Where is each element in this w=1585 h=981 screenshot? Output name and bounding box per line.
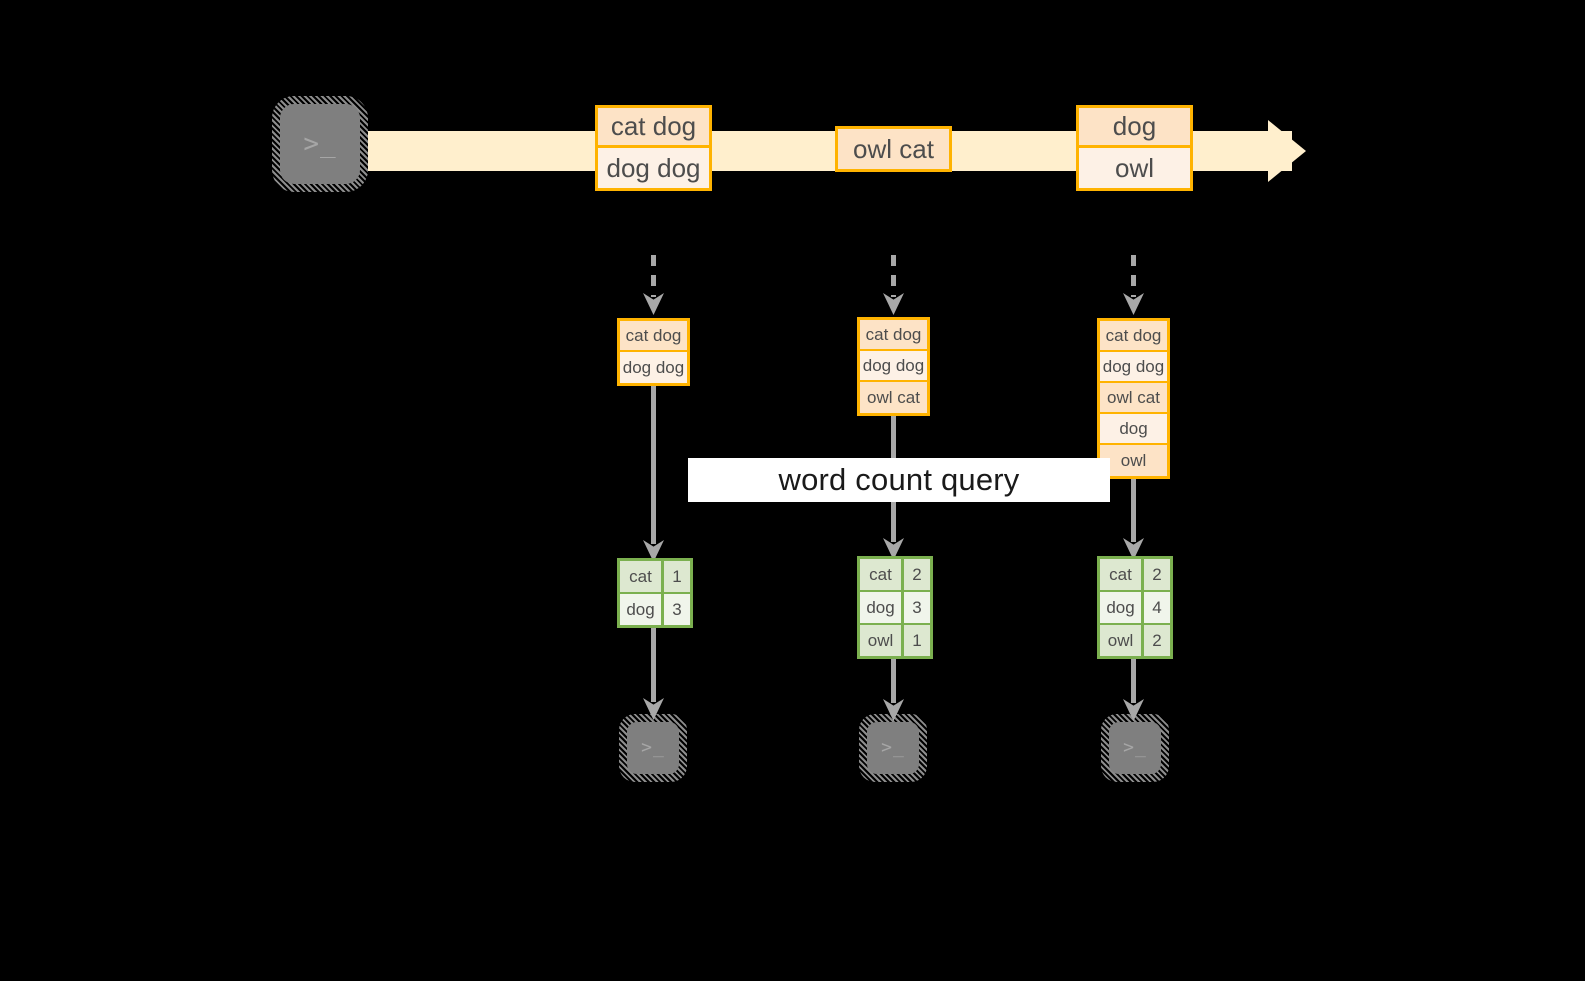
result-count: 2 xyxy=(1144,625,1170,656)
result-count: 2 xyxy=(1144,559,1170,590)
stream-arrowhead xyxy=(1268,120,1306,182)
result-row: cat 1 xyxy=(620,561,690,594)
result-count: 1 xyxy=(904,625,930,656)
result-count: 3 xyxy=(664,594,690,625)
query-label-banner: word count query xyxy=(688,458,1110,502)
source-terminal-icon[interactable]: >_ xyxy=(272,96,368,192)
stack-row: dog dog xyxy=(860,351,927,382)
stack-row: owl cat xyxy=(1100,383,1167,414)
arrow-shaft xyxy=(891,653,896,703)
stack-row: owl xyxy=(1100,445,1167,476)
message-line: dog dog xyxy=(598,148,709,188)
result-word: dog xyxy=(860,592,904,623)
stream-message-3[interactable]: dog owl xyxy=(1076,105,1193,191)
terminal-prompt-label: >_ xyxy=(641,737,665,758)
result-word: cat xyxy=(620,561,664,592)
column-1-sink-terminal-icon[interactable]: >_ xyxy=(619,714,687,782)
stack-row: cat dog xyxy=(1100,321,1167,352)
column-2-result-table[interactable]: cat 2 dog 3 owl 1 xyxy=(857,556,933,659)
stack-row: cat dog xyxy=(860,320,927,351)
terminal-face: >_ xyxy=(280,104,360,184)
terminal-face: >_ xyxy=(627,722,679,774)
arrow-shaft xyxy=(1131,478,1136,542)
arrow-shaft xyxy=(1131,255,1136,297)
result-count: 2 xyxy=(904,559,930,590)
arrow-shaft xyxy=(651,255,656,297)
stack-row: dog dog xyxy=(1100,352,1167,383)
result-row: cat 2 xyxy=(1100,559,1170,592)
stack-row: dog xyxy=(1100,414,1167,445)
terminal-prompt-label: >_ xyxy=(1123,737,1147,758)
result-row: dog 3 xyxy=(860,592,930,625)
arrow-shaft xyxy=(651,624,656,702)
stream-message-2[interactable]: owl cat xyxy=(835,126,952,172)
result-word: dog xyxy=(620,594,664,625)
terminal-face: >_ xyxy=(867,722,919,774)
result-row: owl 2 xyxy=(1100,625,1170,656)
result-word: dog xyxy=(1100,592,1144,623)
result-word: cat xyxy=(1100,559,1144,590)
result-word: cat xyxy=(860,559,904,590)
stream-message-1[interactable]: cat dog dog dog xyxy=(595,105,712,191)
stack-row: dog dog xyxy=(620,352,687,383)
column-3-stack[interactable]: cat dog dog dog owl cat dog owl xyxy=(1097,318,1170,479)
stack-row: cat dog xyxy=(620,321,687,352)
arrow-shaft xyxy=(1131,653,1136,703)
result-count: 1 xyxy=(664,561,690,592)
terminal-prompt-label: >_ xyxy=(881,737,905,758)
query-label-text: word count query xyxy=(778,462,1020,497)
terminal-prompt-label: >_ xyxy=(303,129,337,159)
arrow-shaft xyxy=(651,384,656,544)
result-count: 4 xyxy=(1144,592,1170,623)
result-row: dog 3 xyxy=(620,594,690,625)
message-line: owl xyxy=(1079,148,1190,188)
column-2-stack[interactable]: cat dog dog dog owl cat xyxy=(857,317,930,416)
terminal-face: >_ xyxy=(1109,722,1161,774)
column-3-sink-terminal-icon[interactable]: >_ xyxy=(1101,714,1169,782)
stack-row: owl cat xyxy=(860,382,927,413)
result-count: 3 xyxy=(904,592,930,623)
arrow-shaft xyxy=(891,255,896,297)
result-row: dog 4 xyxy=(1100,592,1170,625)
result-row: owl 1 xyxy=(860,625,930,656)
result-row: cat 2 xyxy=(860,559,930,592)
message-line: owl cat xyxy=(838,129,949,169)
column-3-result-table[interactable]: cat 2 dog 4 owl 2 xyxy=(1097,556,1173,659)
message-line: dog xyxy=(1079,108,1190,148)
column-1-stack[interactable]: cat dog dog dog xyxy=(617,318,690,386)
result-word: owl xyxy=(860,625,904,656)
result-word: owl xyxy=(1100,625,1144,656)
column-2-sink-terminal-icon[interactable]: >_ xyxy=(859,714,927,782)
message-line: cat dog xyxy=(598,108,709,148)
column-1-result-table[interactable]: cat 1 dog 3 xyxy=(617,558,693,628)
